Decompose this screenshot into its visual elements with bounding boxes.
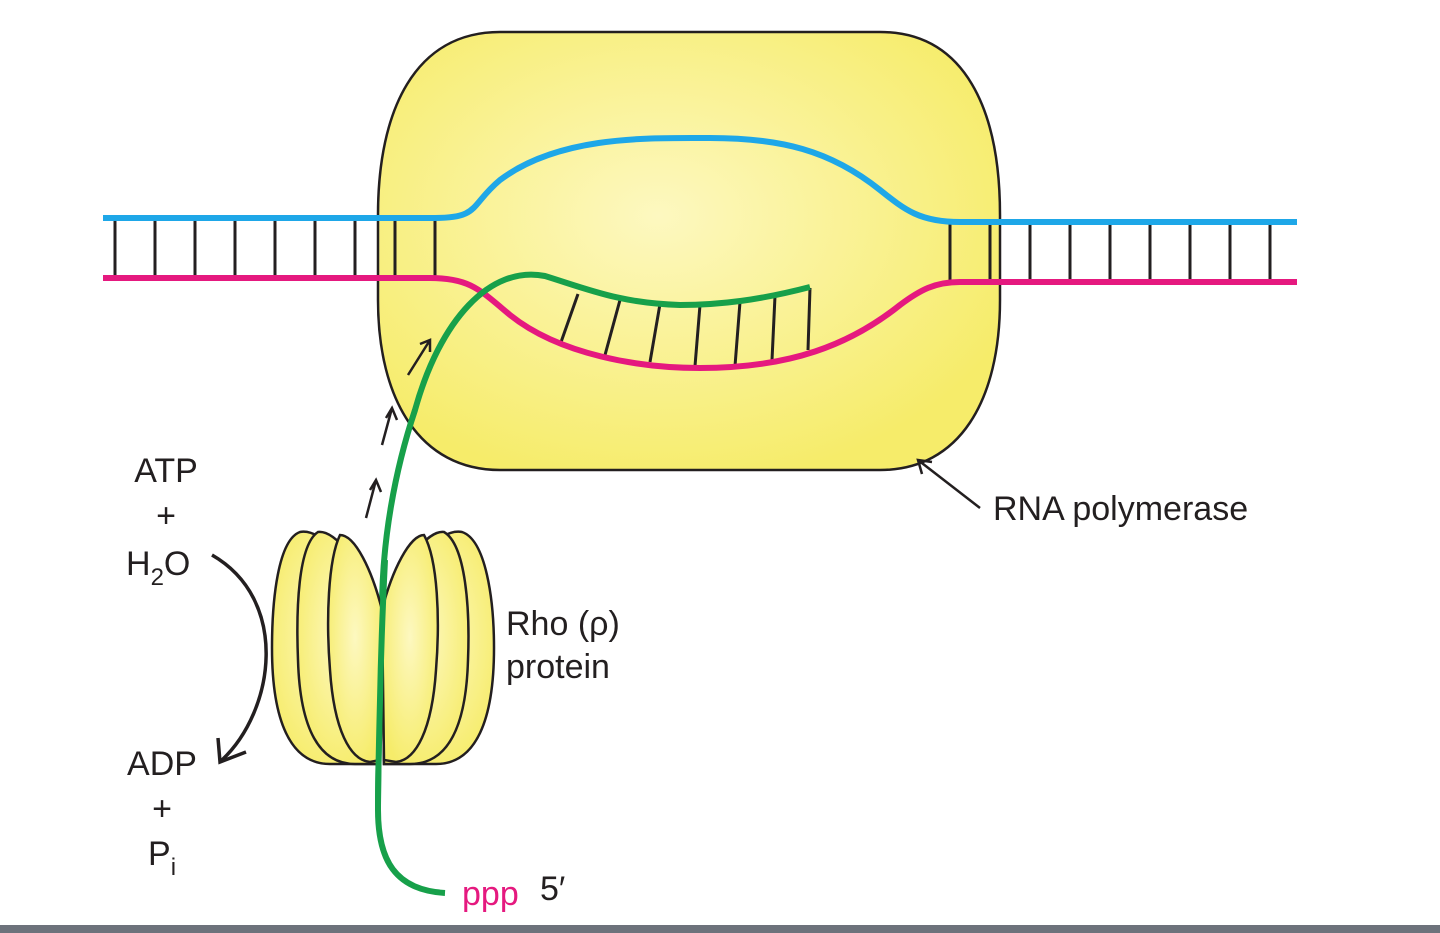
rna-polymerase-body bbox=[376, 30, 1002, 472]
phosphate-label: Pi bbox=[148, 835, 176, 881]
hybrid-base-pair bbox=[693, 304, 702, 367]
phosphate-subscript: i bbox=[171, 854, 176, 881]
hybrid-base-pair bbox=[648, 303, 662, 363]
rho-right-inner-lobe bbox=[380, 533, 440, 764]
rho-protein-label-line1: Rho (ρ) bbox=[506, 605, 620, 643]
rna-polymerase-label: RNA polymerase bbox=[993, 490, 1248, 528]
arrow-up-2 bbox=[380, 405, 399, 446]
water-subscript: 2 bbox=[151, 564, 164, 591]
five-prime-label: 5′ bbox=[540, 870, 565, 908]
bottom-border-bar bbox=[0, 925, 1440, 933]
hybrid-base-pair bbox=[770, 295, 777, 361]
arrow-up-1 bbox=[364, 477, 383, 519]
plus-sign-1: + bbox=[156, 497, 176, 535]
water-o: O bbox=[164, 545, 190, 583]
adp-label: ADP bbox=[127, 745, 197, 783]
water-h: H bbox=[126, 545, 151, 583]
hybrid-base-pair bbox=[733, 301, 742, 367]
dna-base-pairs bbox=[113, 218, 1272, 282]
coding-strand bbox=[103, 134, 1297, 225]
rna-dna-hybrid-pairs bbox=[558, 287, 812, 367]
hybrid-base-pair bbox=[806, 287, 812, 351]
phosphate-p: P bbox=[148, 835, 171, 873]
template-strand bbox=[103, 275, 1297, 372]
water-label: H2O bbox=[126, 545, 190, 591]
arrow-up-3 bbox=[406, 338, 432, 376]
atp-label: ATP bbox=[134, 452, 198, 490]
plus-sign-2: + bbox=[152, 790, 172, 828]
rho-protein-label-line2: protein bbox=[506, 648, 610, 686]
hybrid-base-pair bbox=[558, 293, 580, 346]
rna-through-rho bbox=[375, 559, 388, 811]
triphosphate-label: ppp bbox=[462, 875, 519, 913]
polymerase-pointer bbox=[916, 458, 981, 509]
rho-left-inner-lobe bbox=[326, 533, 384, 764]
hybrid-base-pair bbox=[603, 299, 622, 356]
rho-hexamer-icon bbox=[270, 530, 496, 766]
rho-translocation-arrows bbox=[364, 338, 432, 519]
atp-hydrolysis-arrow bbox=[211, 553, 268, 765]
